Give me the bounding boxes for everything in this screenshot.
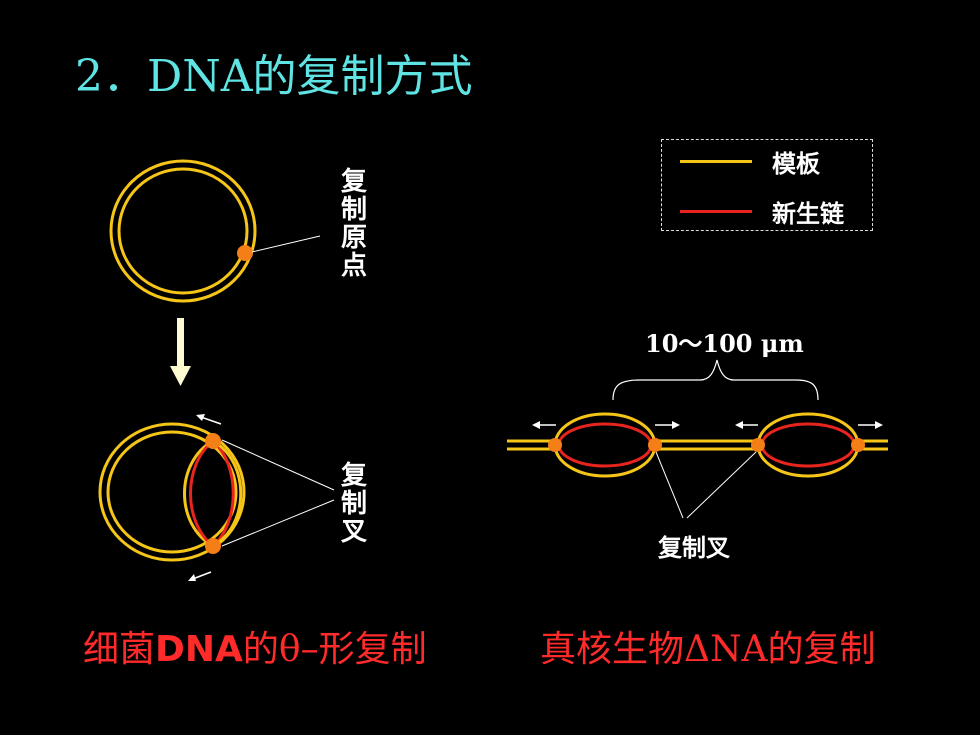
legend: 模板 新生链 [661, 139, 873, 231]
fork-pointer-line-right-b [686, 451, 757, 519]
down-arrow-icon [170, 318, 191, 386]
direction-arrow-icon-bottom [188, 571, 212, 581]
replication-fork-dot-top [205, 433, 221, 449]
page-title: 2．DNA的复制方式 [75, 51, 473, 102]
caption-bacterial: 细菌DNA的θ–形复制 [83, 620, 427, 672]
origin-label: 复制原点 [340, 167, 367, 281]
caption-bacterial-part3: 的θ–形复制 [242, 629, 427, 670]
legend-item-new-strand: 新生链 [662, 188, 872, 228]
fork-dot-3 [751, 438, 765, 452]
fork-label-left: 复制叉 [340, 461, 367, 547]
fork-dot-4 [851, 438, 865, 452]
caption-eukaryotic: 真核生物ΔNA的复制 [540, 629, 876, 670]
fork-dot-1 [548, 438, 562, 452]
caption-bacterial-part1: 细菌 [83, 629, 156, 670]
linear-dna [507, 412, 888, 478]
origin-pointer-line [251, 235, 321, 253]
scale-label: 10～100 μm [645, 329, 804, 358]
legend-swatch-template [680, 160, 752, 163]
replication-fork-dot-bottom [205, 538, 221, 554]
fork-pointer-line-right-a [655, 451, 684, 519]
fork-pointer-line-bottom [221, 499, 335, 547]
direction-arrow-icon-1 [532, 421, 556, 429]
fork-dot-2 [648, 438, 662, 452]
fork-label-right: 复制叉 [658, 534, 730, 562]
theta-dna [98, 422, 246, 562]
direction-arrow-icon-3 [735, 421, 758, 429]
direction-arrow-icon-2 [655, 421, 680, 429]
legend-label-new-strand: 新生链 [772, 200, 844, 228]
legend-label-template: 模板 [772, 150, 820, 178]
circular-dna-top [109, 159, 257, 303]
direction-arrow-icon-4 [858, 421, 883, 429]
fork-pointer-line-top [221, 439, 335, 491]
legend-item-template: 模板 [662, 140, 872, 180]
caption-bacterial-dna: DNA [155, 629, 243, 670]
scale-brace [612, 359, 819, 401]
direction-arrow-icon-top [196, 414, 222, 425]
origin-dot [237, 245, 253, 261]
legend-swatch-new-strand [680, 210, 752, 213]
